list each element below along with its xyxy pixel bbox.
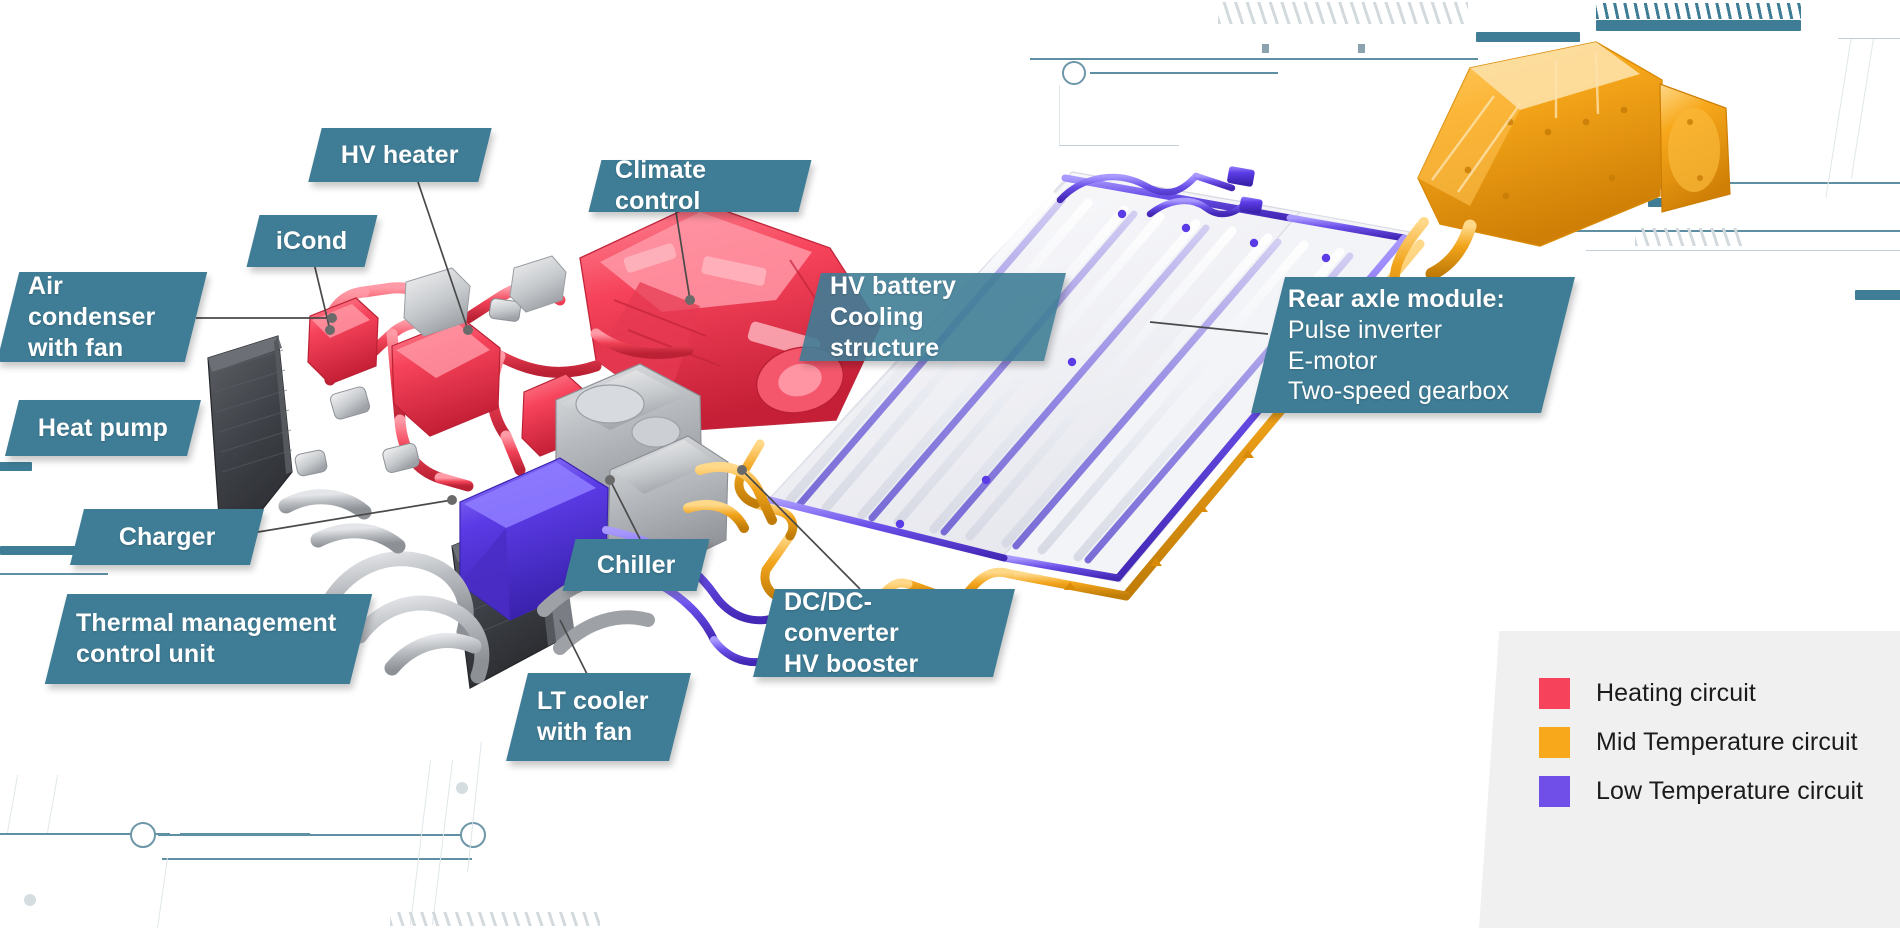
- callout-hv-battery[interactable]: HV battery Cooling structure: [799, 271, 1066, 362]
- callout-rear-axle-module-body: Pulse inverter E-motor Two-speed gearbox: [1288, 315, 1510, 405]
- legend-swatch-1: [1539, 727, 1570, 758]
- legend-label-1: Mid Temperature circuit: [1596, 728, 1858, 756]
- callout-rear-axle-module-title: Rear axle module:: [1288, 284, 1506, 313]
- callout-heat-pump-text: Heat pump: [37, 413, 169, 442]
- legend-swatch-2: [1539, 776, 1570, 807]
- callout-thermal-mgmt-unit[interactable]: Thermal management control unit: [44, 594, 373, 684]
- callout-icond-text: iCond: [276, 226, 348, 255]
- callout-chiller-text: Chiller: [596, 550, 676, 579]
- leader-lines: [196, 181, 1269, 701]
- legend-item-1[interactable]: Mid Temperature circuit: [1539, 727, 1900, 758]
- legend-label-0: Heating circuit: [1596, 679, 1756, 707]
- callout-charger[interactable]: Charger: [70, 509, 264, 565]
- callout-air-condenser[interactable]: Air condenser with fan: [0, 271, 208, 362]
- legend-swatch-0: [1539, 678, 1570, 709]
- icond-block: [307, 297, 379, 385]
- callout-climate-control[interactable]: Climate control: [588, 156, 812, 215]
- air-condenser-with-fan: [207, 335, 293, 562]
- callout-air-condenser-text: Air condenser with fan: [28, 271, 156, 362]
- callout-thermal-mgmt-unit-text: Thermal management control unit: [76, 609, 337, 668]
- callout-chiller[interactable]: Chiller: [562, 539, 710, 591]
- callout-hv-heater-text: HV heater: [341, 140, 459, 169]
- callout-climate-control-text: Climate control: [615, 156, 707, 215]
- callout-rear-axle-module[interactable]: Rear axle module:Pulse inverter E-motor …: [1251, 277, 1575, 413]
- callout-rear-axle-module-text: Rear axle module:Pulse inverter E-motor …: [1288, 284, 1509, 407]
- callout-heat-pump[interactable]: Heat pump: [5, 400, 201, 456]
- rear-axle-module: [1389, 41, 1731, 405]
- callout-hv-heater[interactable]: HV heater: [308, 128, 492, 182]
- callout-lt-cooler-text: LT cooler with fan: [537, 687, 649, 746]
- callout-charger-text: Charger: [118, 522, 216, 551]
- callout-dcdc-converter[interactable]: DC/DC-converter HV booster: [753, 587, 1015, 678]
- callout-lt-cooler[interactable]: LT cooler with fan: [506, 673, 691, 761]
- legend-item-0[interactable]: Heating circuit: [1539, 678, 1900, 709]
- legend-item-2[interactable]: Low Temperature circuit: [1539, 776, 1900, 807]
- leader-endpoints: [325, 295, 747, 505]
- callout-hv-battery-text: HV battery Cooling structure: [830, 271, 957, 362]
- legend-label-2: Low Temperature circuit: [1596, 777, 1864, 805]
- callout-dcdc-converter-text: DC/DC-converter HV booster: [784, 587, 919, 678]
- callout-icond[interactable]: iCond: [246, 215, 378, 267]
